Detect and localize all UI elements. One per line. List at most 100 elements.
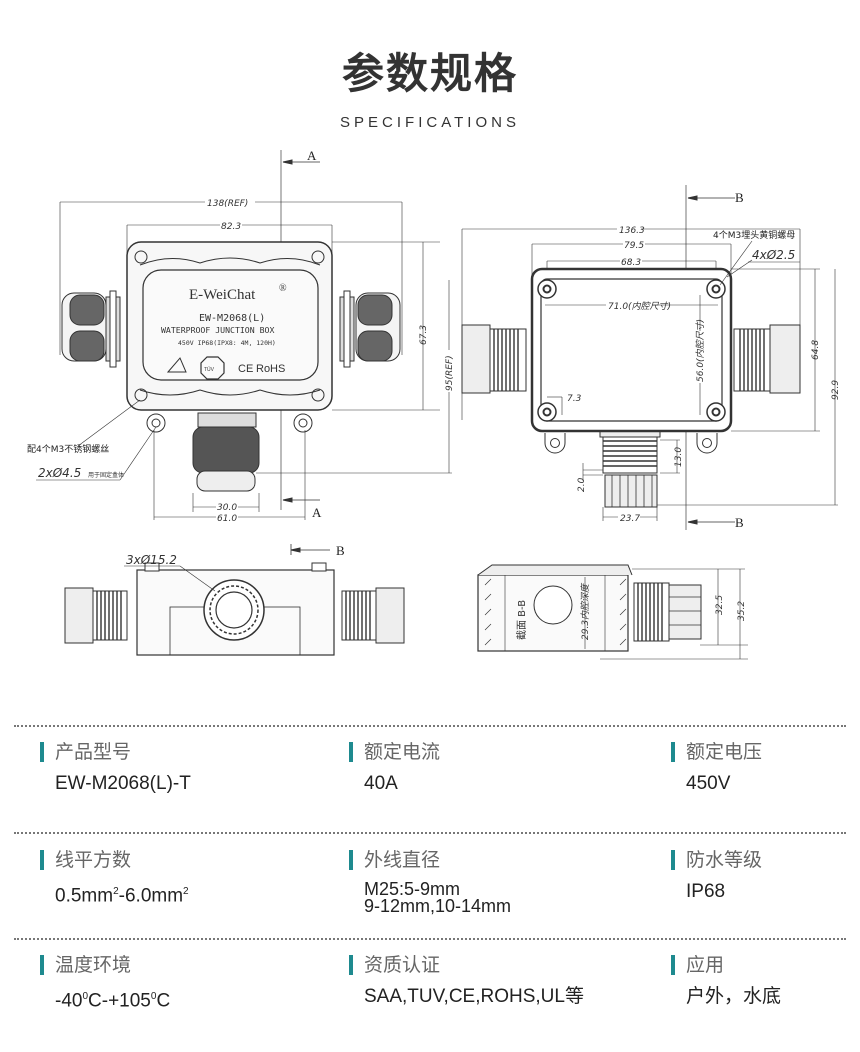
dim-body-height: 64.8	[811, 340, 821, 360]
screw-icon	[311, 250, 325, 264]
dim-overall-height: 92.9	[831, 380, 841, 400]
side-view: B 3xØ15.2	[64, 543, 405, 656]
nut-icon	[706, 402, 726, 422]
dim-mount-spacing: 61.0	[217, 514, 237, 524]
screw-icon	[134, 250, 148, 264]
cable-gland-right-icon	[733, 324, 801, 394]
cable-gland-right-icon	[341, 587, 405, 644]
dim-outer-width: 79.5	[624, 241, 644, 251]
nut-icon	[537, 279, 557, 299]
cable-gland-bottom-icon	[599, 426, 661, 508]
dim-inner-overall-width: 136.3	[619, 226, 645, 236]
spec-row: 温度环境 -400C-+1050C 资质认证 SAA,TUV,CE,ROHS,U…	[0, 952, 860, 1052]
saa-mark-icon	[166, 357, 187, 373]
spec-label: 外线直径	[349, 847, 511, 873]
dim-inner-height: 56.0(内腔尺寸)	[695, 319, 706, 382]
section-b-label-top: B	[735, 190, 744, 205]
tuv-label: TÜV	[204, 366, 215, 373]
dim-thread-length: 13.0	[674, 447, 684, 467]
note-entry-holes: 3xØ15.2	[126, 553, 177, 567]
technical-drawing: A A 138(REF) 82.3	[0, 145, 860, 705]
spec-value: -400C-+1050C	[55, 990, 171, 1012]
dim-depth: 32.5	[715, 595, 725, 615]
spec-waterproof-grade: 防水等级 IP68	[671, 847, 762, 903]
cable-gland-right-icon	[339, 290, 401, 368]
cable-gland-left-icon	[61, 290, 121, 368]
spec-value: 0.5mm2-6.0mm2	[55, 885, 189, 907]
spec-value: 450V	[686, 773, 731, 794]
ce-mark: CE	[238, 363, 253, 375]
nut-icon	[537, 402, 557, 422]
spec-value: 户外，水底	[686, 986, 782, 1007]
spec-application: 应用 户外，水底	[671, 952, 781, 1008]
spec-row: 线平方数 0.5mm2-6.0mm2 外线直径 M25:5-9mm 9-12mm…	[0, 847, 860, 947]
dim-overall-height: 95(REF)	[445, 355, 455, 391]
page-title: 参数规格	[341, 49, 518, 98]
dim-overall-width: 138(REF)	[207, 199, 248, 209]
divider	[14, 938, 846, 940]
screw-icon	[311, 388, 325, 402]
spec-label: 资质认证	[349, 952, 584, 978]
section-b-label-bottom: B	[735, 515, 744, 530]
rating-text: 450V IP68(IPX8: 4M, 120H)	[178, 339, 276, 347]
product-name-text: WATERPROOF JUNCTION BOX	[161, 325, 274, 335]
spec-rated-current: 额定电流 40A	[349, 739, 440, 795]
page-subtitle: SPECIFICATIONS	[340, 114, 520, 131]
dim-overall-depth: 35.2	[737, 601, 747, 621]
spec-cable-diameter: 外线直径 M25:5-9mm 9-12mm,10-14mm	[349, 847, 511, 915]
section-title: 截面 B-B	[515, 600, 528, 640]
spec-rated-voltage: 额定电压 450V	[671, 739, 762, 795]
dim-step: 2.0	[577, 477, 587, 492]
spec-row: 产品型号 EW-M2068(L)-T 额定电流 40A 额定电压 450V	[0, 739, 860, 839]
section-b-label-side: B	[336, 543, 345, 558]
spec-model: 产品型号 EW-M2068(L)-T	[40, 739, 191, 795]
cable-entry-icon	[533, 585, 573, 625]
spec-label: 额定电流	[349, 739, 440, 765]
header: 参数规格 SPECIFICATIONS	[0, 0, 860, 140]
nut-icon	[706, 279, 726, 299]
spec-label: 应用	[671, 952, 781, 978]
dim-gland-width: 23.7	[620, 514, 640, 524]
section-view: 29.3内腔深度 截面 B-B 32.5 35.2	[477, 564, 748, 660]
model-text: EW-M2068(L)	[199, 313, 265, 324]
spec-certification: 资质认证 SAA,TUV,CE,ROHS,UL等	[349, 952, 584, 1008]
top-view: A A 138(REF) 82.3	[27, 148, 456, 524]
spec-label: 额定电压	[671, 739, 762, 765]
dim-body-width: 82.3	[221, 222, 241, 232]
section-a-label-top: A	[307, 148, 317, 163]
cable-gland-bottom-icon	[192, 412, 260, 492]
spec-value: M25:5-9mm 9-12mm,10-14mm	[364, 879, 512, 916]
spec-value: 40A	[364, 773, 398, 794]
spec-value: SAA,TUV,CE,ROHS,UL等	[364, 986, 584, 1007]
note-nuts: 4个M3埋头黄铜螺母	[713, 229, 795, 241]
spec-temperature: 温度环境 -400C-+1050C	[40, 952, 170, 1012]
label-plate	[142, 269, 319, 381]
spec-label: 防水等级	[671, 847, 762, 873]
spec-value: EW-M2068(L)-T	[55, 773, 191, 794]
cable-gland-left-icon	[64, 587, 128, 644]
spec-value: IP68	[686, 881, 726, 902]
spec-label: 温度环境	[40, 952, 170, 978]
note-mount-holes-suffix: 用于固定盒体	[88, 471, 124, 479]
dim-inner-width: 71.0(内腔尺寸)	[608, 301, 671, 312]
tuv-mark-icon	[200, 356, 225, 380]
dim-inner-depth: 29.3内腔深度	[580, 582, 591, 640]
rohs-mark: RoHS	[256, 363, 285, 375]
divider	[14, 725, 846, 727]
spec-label: 线平方数	[40, 847, 189, 873]
note-mount-holes: 2xØ4.5	[38, 466, 81, 480]
brand-name: E-WeiChat	[189, 287, 256, 303]
dim-hole-spacing: 68.3	[621, 258, 641, 268]
divider	[14, 832, 846, 834]
dim-body-height: 67.3	[419, 325, 429, 345]
spec-wire-section: 线平方数 0.5mm2-6.0mm2	[40, 847, 189, 907]
note-holes: 4xØ2.5	[752, 248, 795, 262]
spec-label: 产品型号	[40, 739, 191, 765]
note-screws: 配4个M3不锈钢螺丝	[27, 443, 109, 455]
dim-corner: 7.3	[567, 394, 582, 404]
section-a-label-bottom: A	[312, 505, 322, 520]
registered-mark: ®	[279, 283, 287, 294]
cable-gland-right-icon	[633, 582, 702, 642]
dim-gland-width: 30.0	[217, 503, 237, 513]
inner-view: B B 136.3 79.5 68.3	[461, 185, 841, 530]
